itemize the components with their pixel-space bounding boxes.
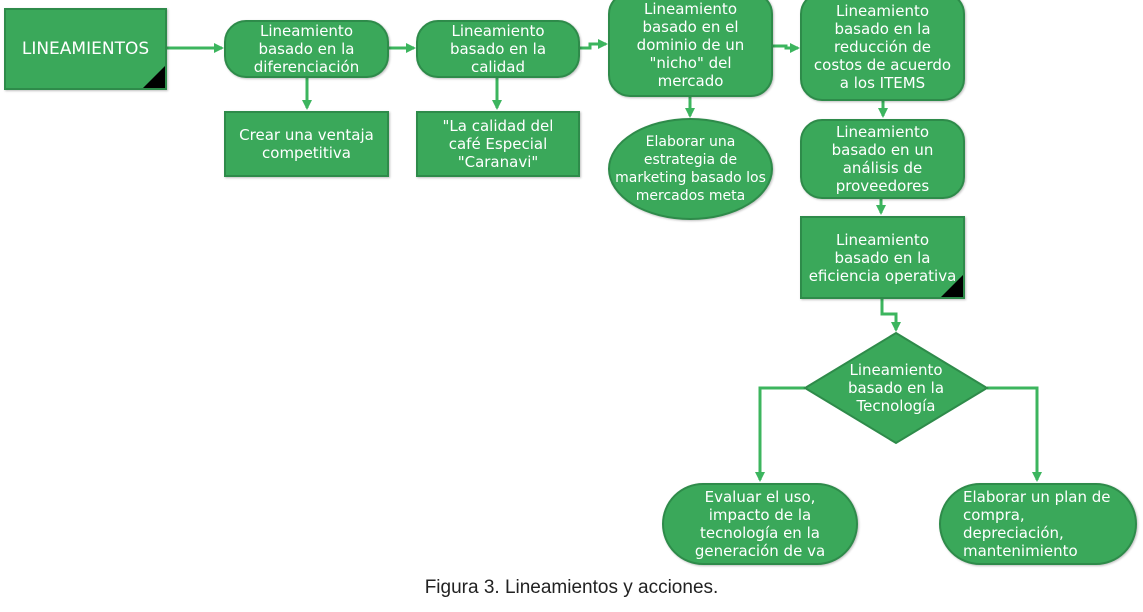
node-calidad: Lineamiento basado en la calidad	[416, 20, 580, 78]
node-ventaja: Crear una ventaja competitiva	[224, 111, 389, 177]
arrow-tecnologia-evaluar	[755, 386, 805, 482]
node-eficiencia-label: Lineamiento basado en la eficiencia oper…	[808, 230, 957, 285]
node-calidad-label: Lineamiento basado en la calidad	[449, 22, 547, 76]
node-proveedores: Lineamiento basado en un análisis de pro…	[800, 119, 965, 199]
node-evaluar: Evaluar el uso, impacto de la tecnología…	[662, 483, 858, 565]
node-costos: Lineamiento basado en la reducción de co…	[800, 0, 965, 101]
node-diferenciacion-label: Lineamiento basado en la diferenciación	[253, 22, 360, 76]
figure-caption: Figura 3. Lineamientos y acciones.	[424, 577, 719, 598]
node-cafe-label: "La calidad del café Especial "Caranavi"	[442, 117, 554, 171]
node-eficiencia: Lineamiento basado en la eficiencia oper…	[800, 216, 965, 299]
decision-diamond-tecnologia	[803, 331, 989, 445]
node-marketing-label: Elaborar una estrategia de marketing bas…	[615, 134, 766, 204]
node-nicho-label: Lineamiento basado en el dominio de un "…	[636, 0, 745, 90]
arrow-nicho-costos	[773, 43, 800, 53]
arrow-calidad-nicho	[580, 39, 608, 50]
arrow-eficiencia-tecnologia	[880, 299, 901, 332]
arrow-tecnologia-plan	[987, 386, 1042, 482]
node-costos-label: Lineamiento basado en la reducción de co…	[813, 1, 952, 92]
node-nicho: Lineamiento basado en el dominio de un "…	[608, 0, 773, 97]
node-cafe: "La calidad del café Especial "Caranavi"	[416, 111, 580, 177]
node-plan-label: Elaborar un plan de compra, depreciación…	[963, 488, 1111, 560]
node-plan: Elaborar un plan de compra, depreciación…	[939, 483, 1137, 565]
node-tecnologia-label: Lineamiento basado en la Tecnología	[847, 361, 945, 415]
node-lineamientos: LINEAMIENTOS	[4, 8, 167, 90]
node-ventaja-label: Crear una ventaja competitiva	[239, 126, 374, 162]
node-marketing: Elaborar una estrategia de marketing bas…	[608, 118, 773, 220]
node-diferenciacion: Lineamiento basado en la diferenciación	[224, 20, 389, 78]
node-evaluar-label: Evaluar el uso, impacto de la tecnología…	[694, 488, 826, 560]
node-lineamientos-label: LINEAMIENTOS	[21, 39, 150, 59]
node-proveedores-label: Lineamiento basado en un análisis de pro…	[831, 123, 934, 195]
